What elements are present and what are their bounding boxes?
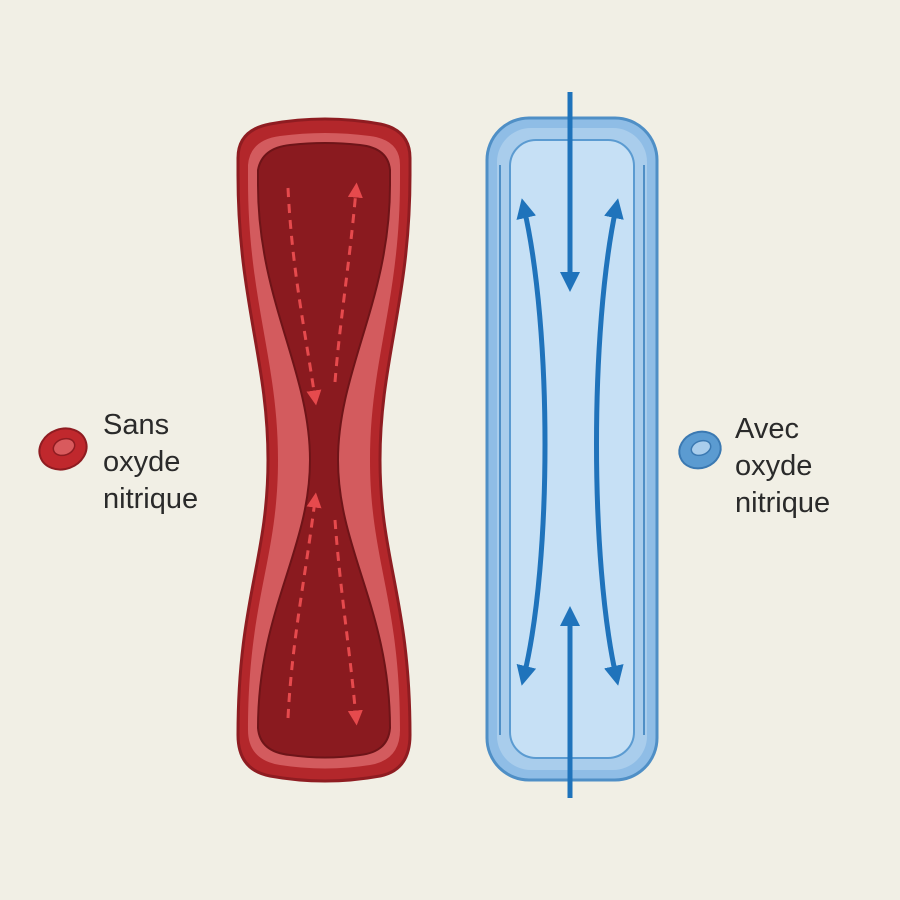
flow-arrow-down-lower xyxy=(333,519,363,726)
legend-left-line-2: oxyde xyxy=(103,446,181,478)
legend-left-line-3: nitrique xyxy=(103,483,199,515)
legend-right-line-2: oxyde xyxy=(735,450,813,482)
legend-without-nitric-oxide: Sans oxyde nitrique xyxy=(103,407,198,518)
red-blood-cell-icon xyxy=(38,427,88,471)
constricted-vessel-lumen xyxy=(256,142,392,759)
flow-arrow-right-double xyxy=(594,198,624,686)
legend-left-line-1: Sans xyxy=(103,409,170,441)
legend-right-line-3: nitrique xyxy=(735,487,831,519)
constricted-vessel xyxy=(236,117,412,783)
blue-blood-cell-icon xyxy=(678,430,722,470)
legend-with-nitric-oxide: Avec oxyde nitrique xyxy=(735,411,830,522)
legend-right-line-1: Avec xyxy=(735,413,799,445)
dilated-vessel xyxy=(485,92,659,798)
flow-arrow-left-double xyxy=(516,198,548,686)
flow-arrow-up-upper xyxy=(333,182,363,383)
